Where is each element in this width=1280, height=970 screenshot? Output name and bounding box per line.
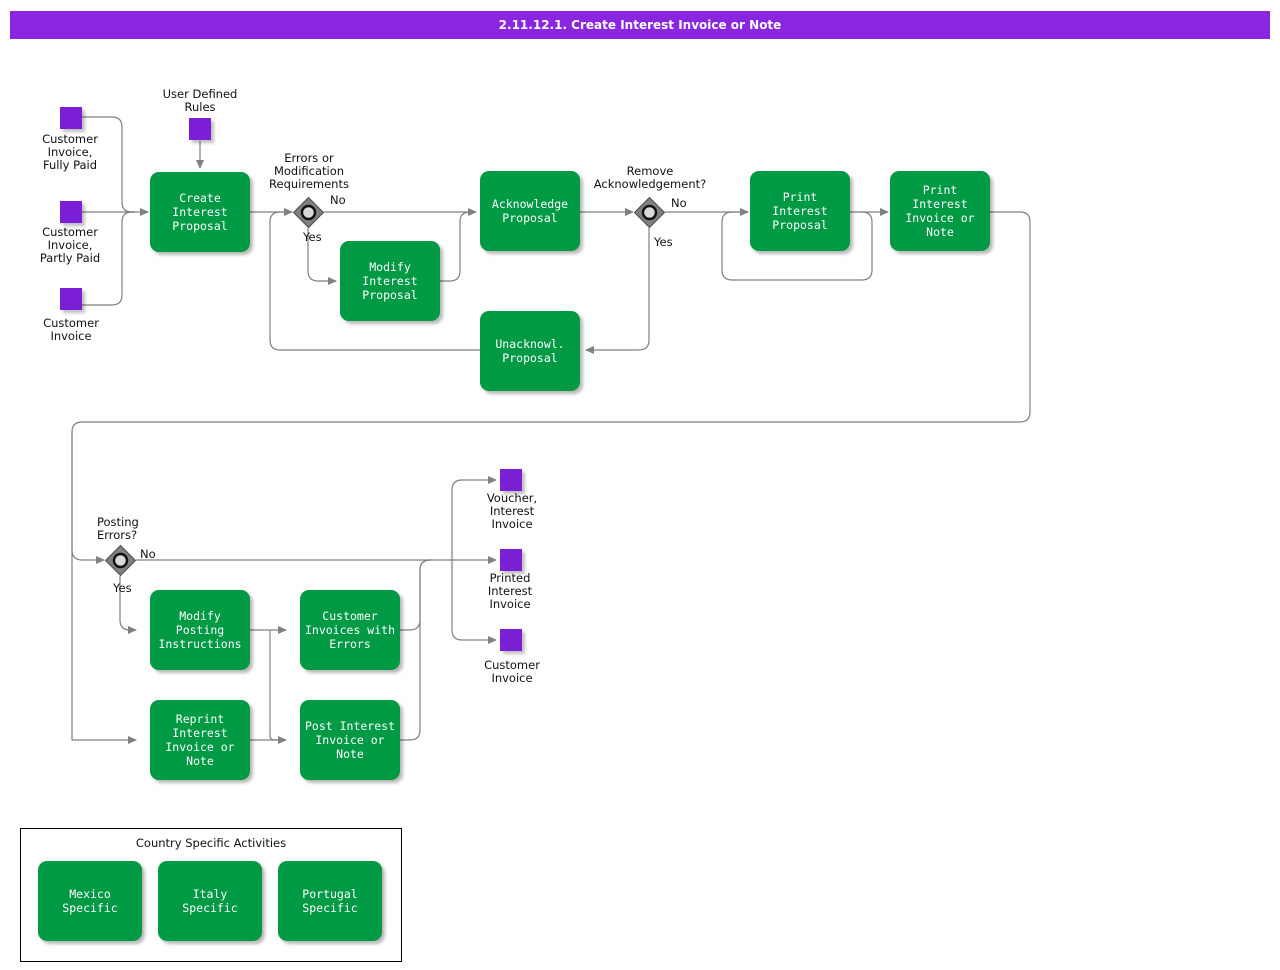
task-mexico-specific[interactable]: Mexico Specific [38, 861, 142, 941]
task-customer-invoices-with-errors[interactable]: Customer Invoices with Errors [300, 590, 400, 670]
task-italy-specific[interactable]: Italy Specific [158, 861, 262, 941]
branch-label-gateway3-no: No [140, 547, 156, 561]
data-object-label-customer-invoice-out: Customer Invoice [484, 658, 540, 685]
gateway-label-remove-acknowledgement: Remove Acknowledgement? [593, 164, 707, 191]
edge-post-to-junction [400, 559, 431, 741]
edge-junction-to-customer-invoice [451, 560, 497, 644]
gateway-posting-errors-icon[interactable] [104, 544, 137, 577]
task-modify-posting-instructions[interactable]: Modify Posting Instructions [150, 590, 250, 670]
task-post-interest-invoice-or-note[interactable]: Post Interest Invoice or Note [300, 700, 400, 780]
data-object-label-customer-invoice-partly-paid: Customer Invoice, Partly Paid [39, 225, 101, 265]
branch-label-gateway1-yes: Yes [303, 230, 322, 244]
data-object-label-user-defined-rules: User Defined Rules [162, 87, 238, 114]
data-object-voucher-interest-invoice[interactable] [500, 469, 522, 491]
task-create-interest-proposal[interactable]: Create Interest Proposal [150, 172, 250, 252]
edge-print-proposal-loopback [721, 211, 873, 281]
task-modify-interest-proposal[interactable]: Modify Interest Proposal [340, 241, 440, 321]
edge-left-rail-to-reprint [71, 432, 137, 744]
data-object-customer-invoice[interactable] [60, 288, 82, 310]
edge-junction-to-voucher [451, 476, 497, 560]
edge-unacknowl-back-to-gateway1 [269, 211, 480, 351]
edge-gateway3-yes-to-modify-posting [119, 576, 137, 634]
branch-label-gateway3-yes: Yes [113, 581, 132, 595]
branch-label-gateway2-no: No [671, 196, 687, 210]
data-object-customer-invoice-fully-paid[interactable] [60, 107, 82, 129]
gateway-remove-acknowledgement-icon[interactable] [633, 196, 666, 229]
task-portugal-specific[interactable]: Portugal Specific [278, 861, 382, 941]
country-specific-activities-title: Country Specific Activities [135, 836, 287, 850]
task-print-interest-invoice-or-note[interactable]: Print Interest Invoice or Note [890, 171, 990, 251]
edge-modify-to-acknowledge [440, 211, 476, 282]
page-title: 2.11.12.1. Create Interest Invoice or No… [10, 11, 1270, 39]
task-acknowledge-proposal[interactable]: Acknowledge Proposal [480, 171, 580, 251]
task-print-interest-proposal[interactable]: Print Interest Proposal [750, 171, 850, 251]
edge-printinvoice-to-posting-errors [71, 211, 1031, 564]
data-object-label-printed-interest-invoice: Printed Interest Invoice [487, 571, 533, 611]
branch-label-gateway1-no: No [330, 193, 346, 207]
edge-customerinvoices-to-junction [400, 559, 432, 631]
task-reprint-interest-invoice-or-note[interactable]: Reprint Interest Invoice or Note [150, 700, 250, 780]
edge-bridge-vertical [269, 630, 286, 741]
data-object-customer-invoice-out[interactable] [500, 629, 522, 651]
data-object-label-customer-invoice-fully-paid: Customer Invoice, Fully Paid [42, 132, 98, 172]
data-object-printed-interest-invoice[interactable] [500, 549, 522, 571]
gateway-label-posting-errors: Posting Errors? [97, 515, 139, 542]
branch-label-gateway2-yes: Yes [654, 235, 673, 249]
data-object-label-customer-invoice: Customer Invoice [43, 316, 99, 343]
edge-gateway1-yes-to-modify [307, 228, 337, 285]
data-object-user-defined-rules[interactable] [189, 118, 211, 140]
gateway-errors-or-modification-requirements-icon[interactable] [292, 196, 325, 229]
task-unacknowl-proposal[interactable]: Unacknowl. Proposal [480, 311, 580, 391]
data-object-customer-invoice-partly-paid[interactable] [60, 201, 82, 223]
data-object-label-voucher-interest-invoice: Voucher, Interest Invoice [486, 491, 538, 531]
edge-gateway2-yes-to-unacknowl [585, 228, 650, 354]
gateway-label-errors-or-modification-requirements: Errors or Modification Requirements [269, 151, 349, 191]
